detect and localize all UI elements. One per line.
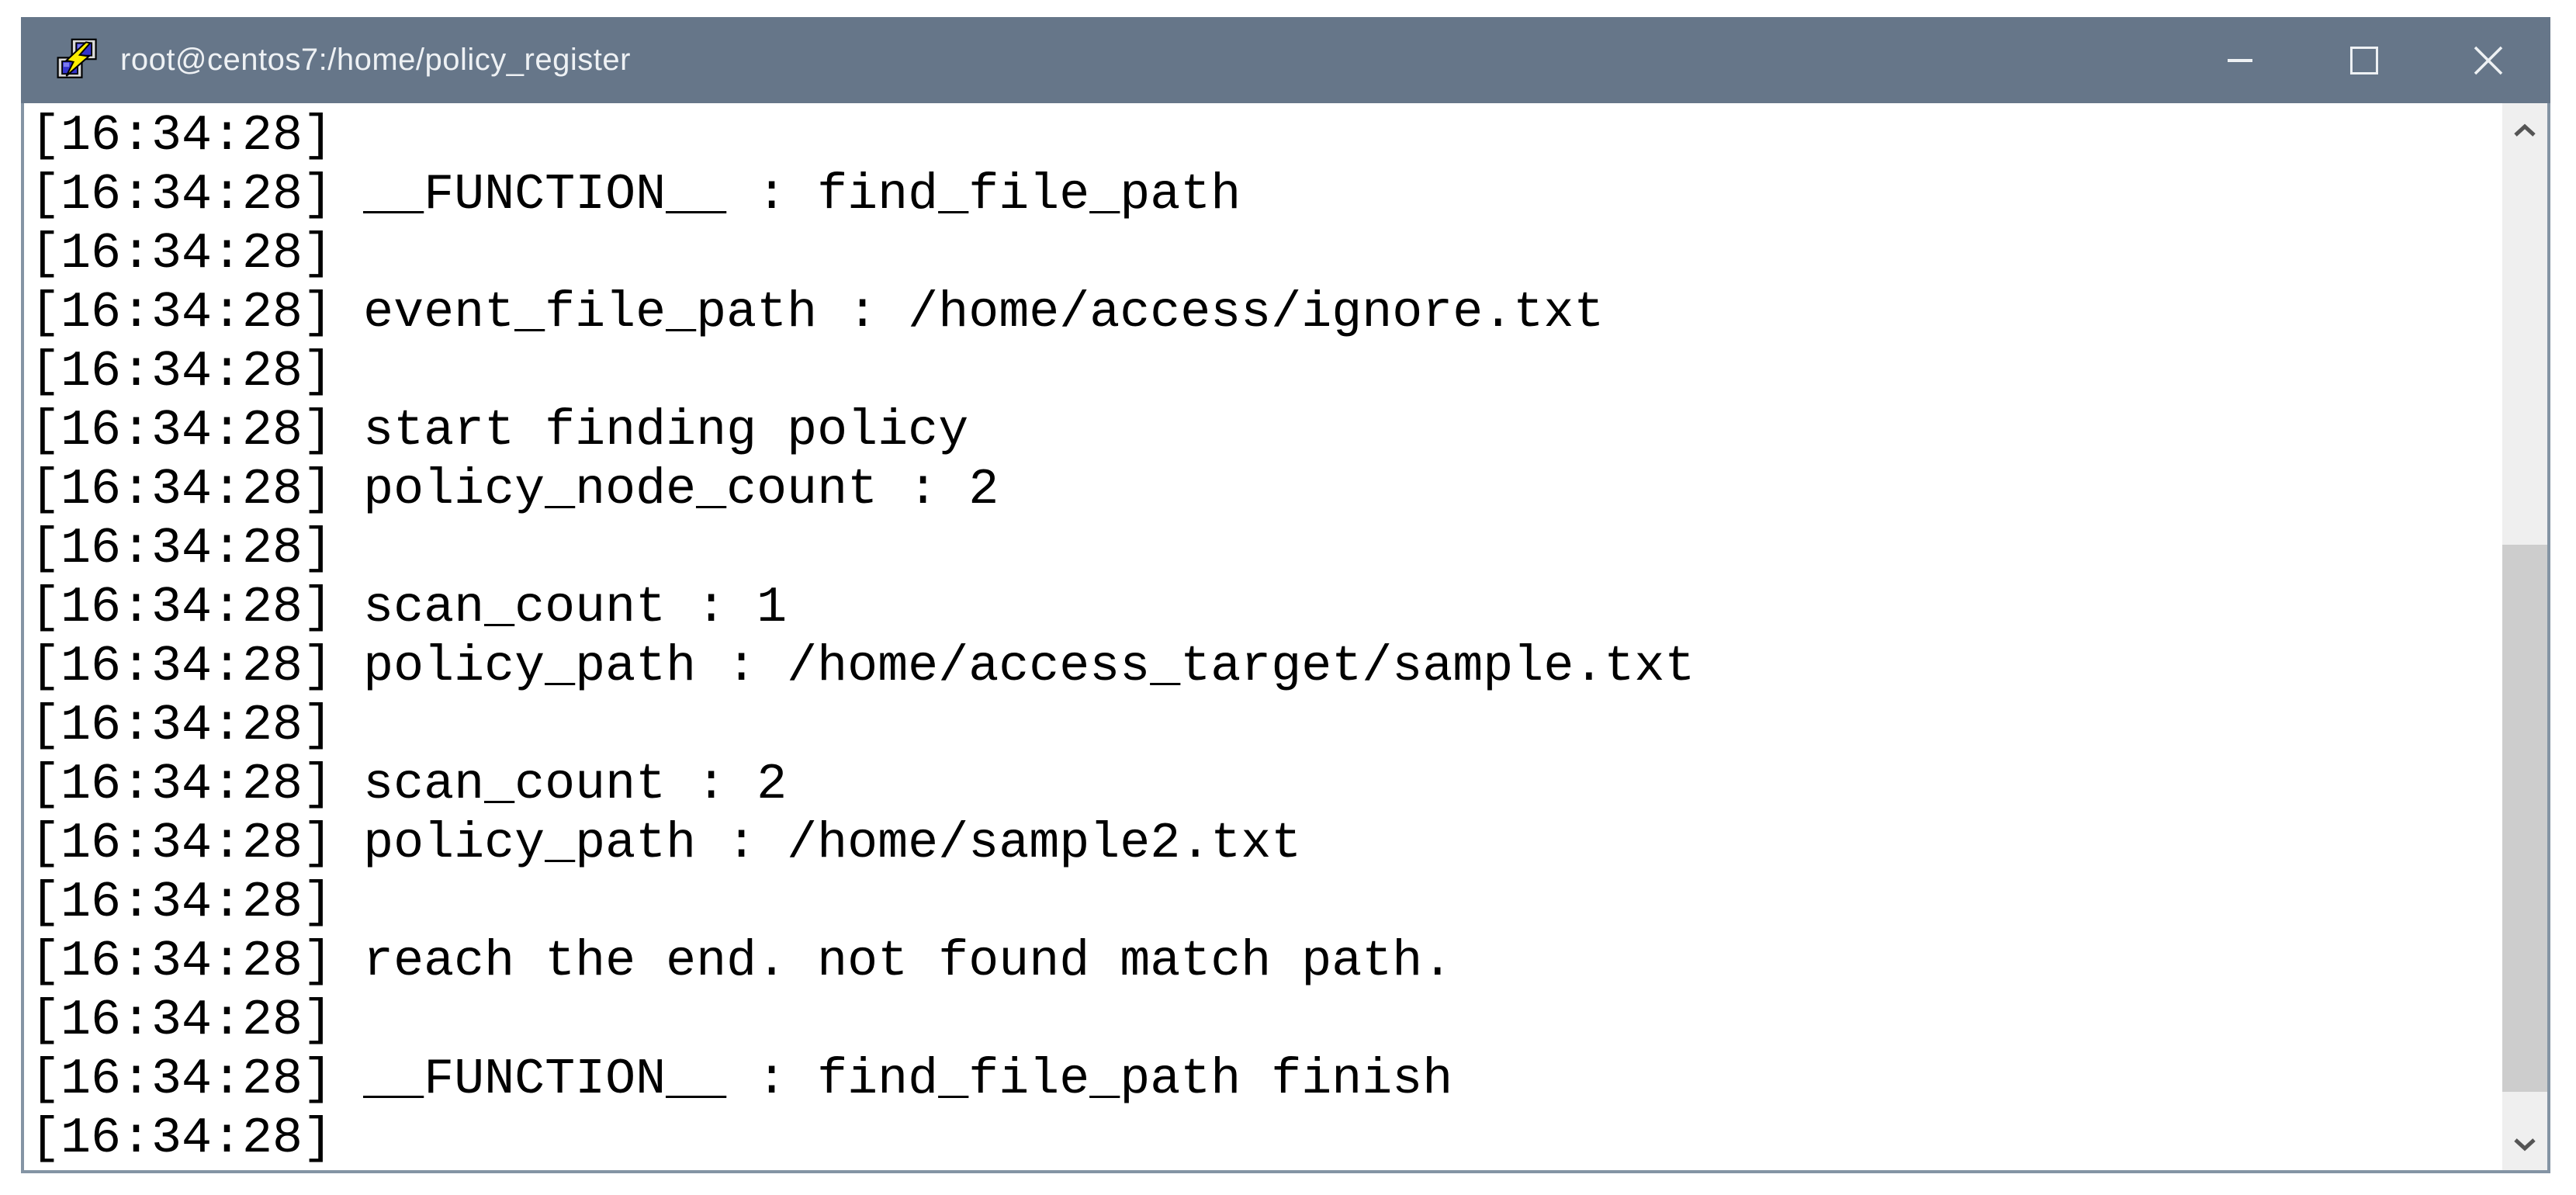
- terminal-line: [16:34:28]: [30, 874, 334, 931]
- putty-app-icon: [57, 38, 97, 78]
- terminal-line: [16:34:28] __FUNCTION__ : find_file_path…: [30, 1051, 1453, 1108]
- terminal-line: [16:34:28]: [30, 225, 334, 282]
- terminal-line: [16:34:28]: [30, 107, 334, 165]
- terminal-line: [16:34:28]: [30, 1110, 334, 1167]
- vertical-scrollbar[interactable]: [2502, 103, 2547, 1170]
- terminal-line: [16:34:28]: [30, 697, 334, 754]
- maximize-button[interactable]: [2302, 17, 2426, 103]
- putty-window: root@centos7:/home/policy_register [16:3…: [21, 17, 2550, 1173]
- scroll-up-icon[interactable]: [2502, 108, 2547, 153]
- terminal-line: [16:34:28] start finding policy: [30, 402, 969, 459]
- terminal-line: [16:34:28] reach the end. not found matc…: [30, 933, 1453, 990]
- minimize-icon: [2228, 58, 2252, 62]
- terminal-line: [16:34:28] policy_path : /home/sample2.t…: [30, 815, 1302, 872]
- close-icon: [2474, 46, 2503, 74]
- terminal-output[interactable]: [16:34:28][16:34:28] __FUNCTION__ : find…: [24, 103, 2502, 1170]
- terminal-line: [16:34:28] scan_count : 1: [30, 579, 788, 636]
- terminal-line: [16:34:28]: [30, 343, 334, 400]
- terminal-line: [16:34:28] event_file_path : /home/acces…: [30, 284, 1605, 341]
- scroll-down-icon[interactable]: [2502, 1122, 2547, 1167]
- terminal-line: [16:34:28] policy_path : /home/access_ta…: [30, 638, 1695, 695]
- terminal-line: [16:34:28] scan_count : 2: [30, 756, 788, 813]
- scrollbar-thumb[interactable]: [2502, 545, 2547, 1092]
- terminal-line: [16:34:28]: [30, 992, 334, 1049]
- terminal-line: [16:34:28] policy_node_count : 2: [30, 461, 999, 518]
- close-button[interactable]: [2426, 17, 2550, 103]
- terminal-line: [16:34:28]: [30, 520, 334, 577]
- window-content: [16:34:28][16:34:28] __FUNCTION__ : find…: [21, 103, 2550, 1173]
- window-controls: [2178, 17, 2550, 103]
- maximize-icon: [2350, 46, 2378, 74]
- titlebar[interactable]: root@centos7:/home/policy_register: [21, 17, 2550, 103]
- window-title: root@centos7:/home/policy_register: [120, 43, 631, 77]
- terminal-line: [16:34:28] __FUNCTION__ : find_file_path: [30, 166, 1241, 223]
- minimize-button[interactable]: [2178, 17, 2302, 103]
